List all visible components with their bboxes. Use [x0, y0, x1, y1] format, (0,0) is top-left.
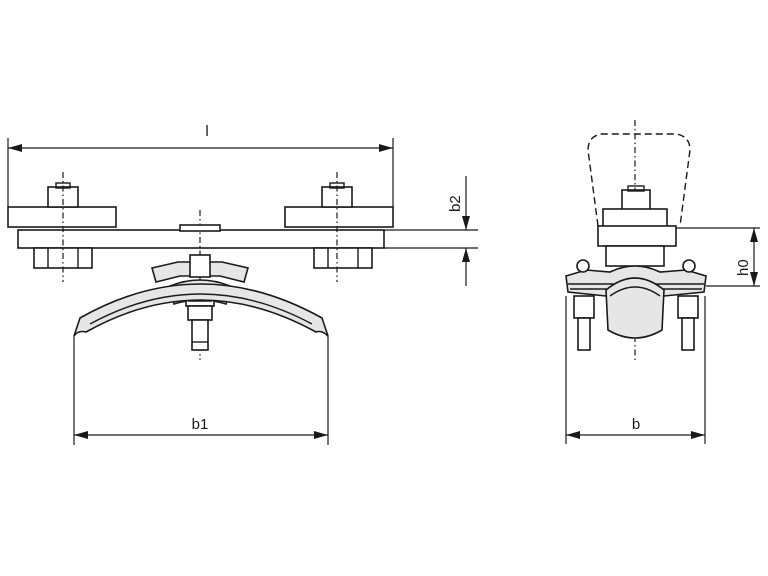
front-shoe: [605, 277, 665, 339]
front-right-bolt: [677, 295, 699, 319]
dimension-l: l: [7, 123, 394, 207]
collector-shoe: [73, 283, 329, 337]
dimension-b2: b2: [384, 176, 478, 286]
side-view: [7, 172, 394, 360]
left-plate: [7, 206, 117, 228]
dim-label-b1: b1: [192, 416, 209, 433]
right-nut: [313, 247, 373, 269]
center-bolt: [191, 319, 209, 351]
mounting-bar: [17, 229, 385, 249]
front-left-bolt: [573, 295, 595, 319]
dimension-b: b: [565, 296, 706, 444]
dimension-h0: h0: [676, 227, 760, 287]
dim-label-b: b: [632, 416, 640, 433]
right-plate: [284, 206, 394, 228]
dim-label-h0: h0: [735, 259, 752, 276]
front-view: [565, 120, 707, 360]
front-bolt-head: [621, 189, 651, 211]
dim-label-b2: b2: [447, 195, 464, 212]
dimension-b1: b1: [73, 336, 329, 445]
front-plate: [602, 208, 668, 228]
dim-label-l: l: [205, 123, 208, 140]
front-mounting-bar: [597, 225, 677, 247]
